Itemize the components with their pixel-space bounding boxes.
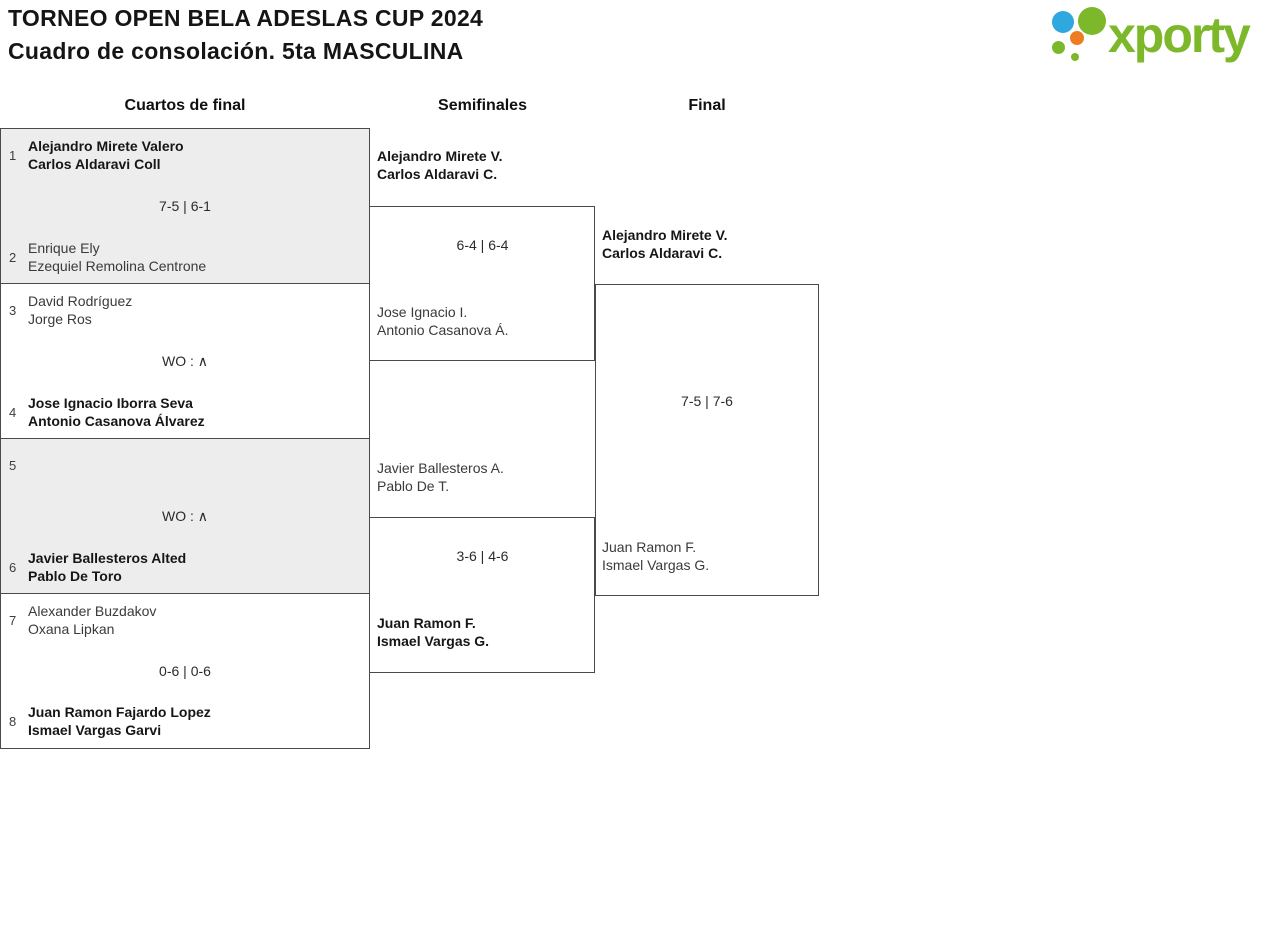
sf2-team-bottom: Juan Ramon F. Ismael Vargas G. xyxy=(377,614,489,650)
match-score: 7-5 | 6-1 xyxy=(159,198,211,214)
team-names: David Rodríguez Jorge Ros xyxy=(28,292,132,328)
player-name: Ismael Vargas Garvi xyxy=(28,722,162,738)
team-names: Enrique Ely Ezequiel Remolina Centrone xyxy=(28,239,206,275)
match-score: WO : ∧ xyxy=(161,353,209,369)
xporty-logo[interactable]: xporty xyxy=(1050,4,1274,68)
player-name: David Rodríguez xyxy=(28,293,133,309)
player-name: Ezequiel Remolina Centrone xyxy=(28,258,207,274)
player-name: Javier Ballesteros Alted xyxy=(28,550,187,566)
qf-match-3: 5 WO : ∧ 6 Javier Ballesteros Alted Pabl… xyxy=(1,439,369,594)
round-header-quarterfinals: Cuartos de final xyxy=(124,97,246,114)
player-name: Jose Ignacio Iborra Seva xyxy=(28,395,193,411)
qf-match-4: 7 Alexander Buzdakov Oxana Lipkan 0-6 | … xyxy=(1,594,369,747)
team-names: Juan Ramon Fajardo Lopez Ismael Vargas G… xyxy=(28,703,211,739)
qf2-team-top: 3 David Rodríguez Jorge Ros xyxy=(9,292,361,328)
qf3-team-bottom: 6 Javier Ballesteros Alted Pablo De Toro xyxy=(9,549,361,585)
team-names: Alexander Buzdakov Oxana Lipkan xyxy=(28,602,156,638)
final-match-box xyxy=(595,284,819,596)
qf2-team-bottom: 4 Jose Ignacio Iborra Seva Antonio Casan… xyxy=(9,394,361,430)
player-name: Alejandro Mirete Valero xyxy=(28,138,184,154)
logo-dot-green-small-icon xyxy=(1052,41,1065,54)
qf1-team-bottom: 2 Enrique Ely Ezequiel Remolina Centrone xyxy=(9,239,361,275)
logo-dot-green-large-icon xyxy=(1078,7,1106,35)
match-score: 0-6 | 0-6 xyxy=(159,663,211,679)
player-name: Ismael Vargas G. xyxy=(602,557,710,573)
logo-dot-blue-icon xyxy=(1052,11,1074,33)
team-names: Alejandro Mirete Valero Carlos Aldaravi … xyxy=(28,137,184,173)
draw-subtitle: Cuadro de consolación. 5ta MASCULINA xyxy=(8,38,464,64)
sf2-team-top: Javier Ballesteros A. Pablo De T. xyxy=(377,459,504,495)
logo-dot-green-tiny-icon xyxy=(1071,53,1079,61)
player-name: Juan Ramon F. xyxy=(602,539,697,555)
player-name: Jorge Ros xyxy=(28,311,92,327)
sf1-score: 6-4 | 6-4 xyxy=(456,237,509,253)
qf4-team-top: 7 Alexander Buzdakov Oxana Lipkan xyxy=(9,602,361,638)
player-name: Oxana Lipkan xyxy=(28,621,115,637)
player-name: Jose Ignacio I. xyxy=(377,304,468,320)
player-name: Alejandro Mirete V. xyxy=(602,227,728,243)
sf1-team-top: Alejandro Mirete V. Carlos Aldaravi C. xyxy=(377,147,503,183)
sf-match-2-box xyxy=(370,517,595,673)
team-names: Jose Ignacio Iborra Seva Antonio Casanov… xyxy=(28,394,205,430)
player-name: Javier Ballesteros A. xyxy=(377,460,504,476)
sf2-score: 3-6 | 4-6 xyxy=(456,548,509,564)
seed-number: 3 xyxy=(9,302,17,318)
sf-match-1-box xyxy=(370,206,595,361)
player-name: Carlos Aldaravi C. xyxy=(602,245,723,261)
final-team-bottom: Juan Ramon F. Ismael Vargas G. xyxy=(602,538,709,574)
player-name: Carlos Aldaravi Coll xyxy=(28,156,161,172)
player-name: Juan Ramon Fajardo Lopez xyxy=(28,704,211,720)
player-name: Carlos Aldaravi C. xyxy=(377,166,498,182)
match-score: WO : ∧ xyxy=(161,508,209,524)
player-name: Enrique Ely xyxy=(28,240,100,256)
player-name: Juan Ramon F. xyxy=(377,615,476,631)
round-header-semifinals: Semifinales xyxy=(438,97,527,114)
page-title: TORNEO OPEN BELA ADESLAS CUP 2024 Cuadro… xyxy=(8,2,483,68)
qf1-team-top: 1 Alejandro Mirete Valero Carlos Aldarav… xyxy=(9,137,361,173)
player-name: Alexander Buzdakov xyxy=(28,603,157,619)
seed-number: 7 xyxy=(9,612,17,628)
final-team-top: Alejandro Mirete V. Carlos Aldaravi C. xyxy=(602,226,728,262)
player-name: Antonio Casanova Álvarez xyxy=(28,413,205,429)
logo-wordmark: xporty xyxy=(1108,7,1251,63)
seed-number: 5 xyxy=(9,457,17,473)
qf-match-2: 3 David Rodríguez Jorge Ros WO : ∧ 4 Jos… xyxy=(1,284,369,439)
round-header-final: Final xyxy=(688,97,726,114)
player-name: Pablo De Toro xyxy=(28,568,122,584)
logo-dot-orange-icon xyxy=(1070,31,1084,45)
seed-number: 8 xyxy=(9,713,17,729)
seed-number: 6 xyxy=(9,559,17,575)
seed-number: 4 xyxy=(9,404,17,420)
player-name: Antonio Casanova Á. xyxy=(377,322,509,338)
sf1-team-bottom: Jose Ignacio I. Antonio Casanova Á. xyxy=(377,303,509,339)
player-name: Alejandro Mirete V. xyxy=(377,148,503,164)
tournament-title: TORNEO OPEN BELA ADESLAS CUP 2024 xyxy=(8,5,484,31)
final-score: 7-5 | 7-6 xyxy=(681,393,733,409)
qf-match-1: 1 Alejandro Mirete Valero Carlos Aldarav… xyxy=(1,129,369,284)
qf3-team-top: 5 xyxy=(9,447,361,483)
qf4-team-bottom: 8 Juan Ramon Fajardo Lopez Ismael Vargas… xyxy=(9,703,361,739)
seed-number: 2 xyxy=(9,249,17,265)
team-names: Javier Ballesteros Alted Pablo De Toro xyxy=(28,549,186,585)
seed-number: 1 xyxy=(9,147,17,163)
quarterfinals-column: 1 Alejandro Mirete Valero Carlos Aldarav… xyxy=(0,128,370,749)
player-name: Pablo De T. xyxy=(377,478,450,494)
player-name: Ismael Vargas G. xyxy=(377,633,490,649)
